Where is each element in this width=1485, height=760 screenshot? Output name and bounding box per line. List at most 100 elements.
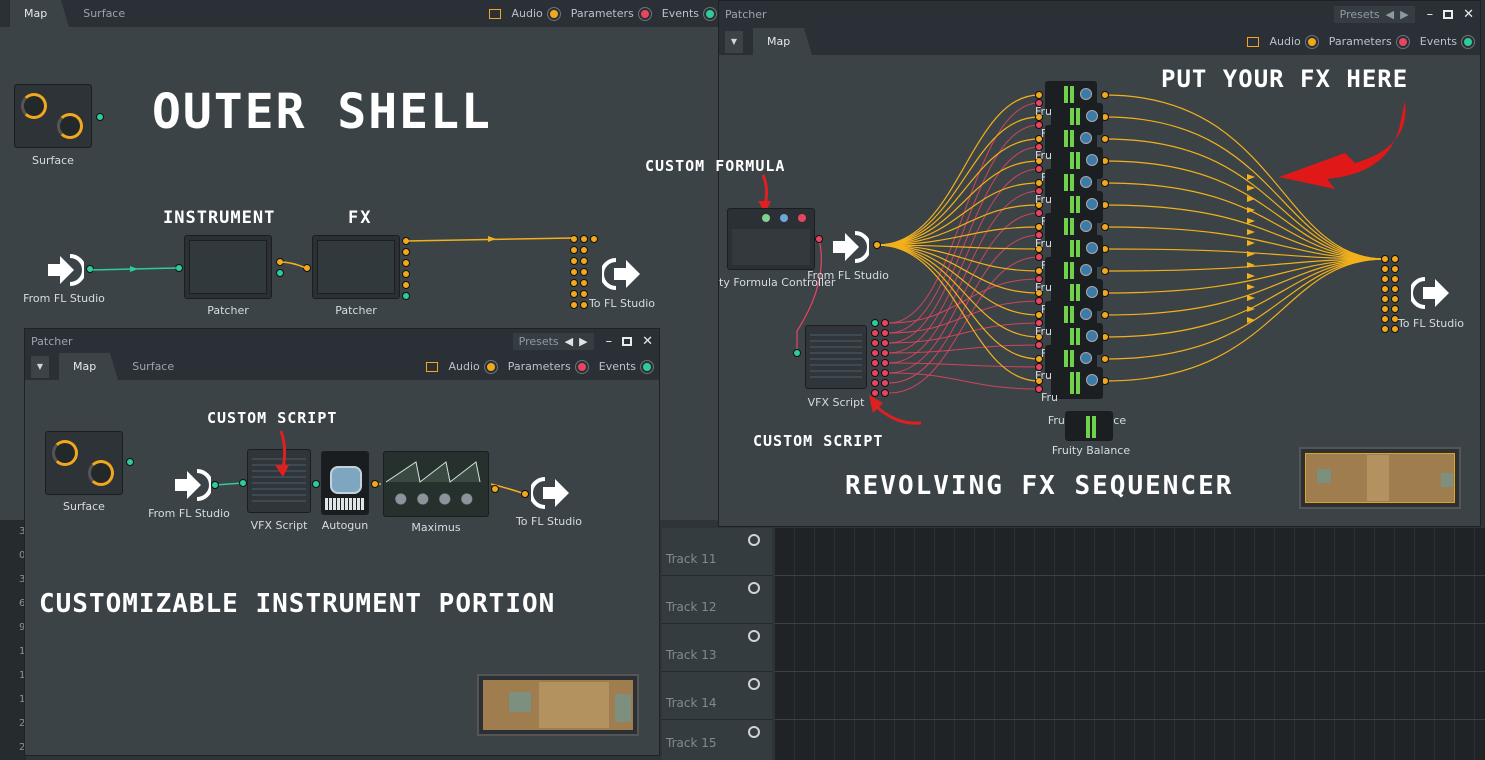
to-fl-studio-icon[interactable] (1411, 273, 1451, 313)
close-icon[interactable]: ✕ (1463, 7, 1474, 22)
wire-arrow (1247, 207, 1255, 213)
fruity-balance-node[interactable] (1051, 367, 1103, 399)
knob-icon[interactable] (52, 440, 78, 466)
track-header[interactable]: Track 14 (662, 672, 772, 720)
in-pin[interactable] (570, 268, 578, 276)
monitor-icon[interactable] (488, 8, 501, 19)
prev-preset-icon[interactable]: ◀ (564, 334, 574, 348)
in-pin[interactable] (570, 257, 578, 265)
surface-event-pin[interactable] (96, 113, 104, 121)
pin (371, 480, 379, 488)
track-mute-icon[interactable] (748, 582, 760, 594)
menu-dropdown-icon[interactable]: ▼ (725, 30, 743, 53)
from-fl-studio-icon[interactable] (171, 465, 211, 505)
track-header[interactable]: Track 11 (662, 528, 772, 576)
to-fl-studio-icon[interactable] (602, 254, 642, 294)
track-mute-icon[interactable] (748, 726, 760, 738)
track-header[interactable]: Track 15 (662, 720, 772, 760)
track-mute-icon[interactable] (748, 534, 760, 546)
events-toggle[interactable] (641, 360, 653, 373)
in-pin[interactable] (580, 257, 588, 265)
in-pin[interactable] (590, 235, 598, 243)
monitor-icon[interactable] (425, 361, 438, 372)
surface-node[interactable] (14, 84, 92, 148)
track-header[interactable]: Track 13 (662, 624, 772, 672)
in-pin[interactable] (580, 235, 588, 243)
close-icon[interactable]: ✕ (642, 333, 653, 349)
parameters-toggle[interactable] (638, 7, 651, 20)
knob-icon[interactable] (57, 113, 83, 139)
parameters-toggle[interactable] (1396, 35, 1409, 48)
patcher1-event-pin[interactable] (276, 269, 284, 277)
out-pin[interactable] (402, 248, 410, 256)
from-fl-studio-icon[interactable] (44, 250, 84, 290)
parameters-toggle[interactable] (575, 360, 588, 373)
out-pin (1101, 135, 1109, 143)
maximize-icon[interactable] (1443, 10, 1454, 19)
in-pin[interactable] (580, 290, 588, 298)
events-toggle[interactable] (704, 7, 716, 20)
formula-controller-node[interactable] (727, 208, 815, 270)
out-pin[interactable] (402, 292, 410, 300)
in-pin[interactable] (570, 290, 578, 298)
in-pin[interactable] (570, 301, 578, 309)
monitor-icon[interactable] (1246, 36, 1259, 47)
in-pin[interactable] (580, 301, 588, 309)
outer-tabbar: Map Surface Audio Parameters Events (0, 0, 720, 27)
events-toggle[interactable] (1462, 35, 1474, 48)
vfx-script-node[interactable] (805, 325, 867, 389)
surface-node[interactable] (45, 431, 123, 495)
fruity-balance-node[interactable] (1065, 411, 1113, 441)
next-preset-icon[interactable]: ▶ (1400, 8, 1409, 21)
patcher-node-instrument[interactable] (184, 235, 272, 299)
to-fl-studio-icon[interactable] (531, 473, 571, 513)
in-pin[interactable] (570, 279, 578, 287)
track-mute-icon[interactable] (748, 678, 760, 690)
audio-toggle[interactable] (1305, 35, 1318, 48)
param-wire (888, 146, 1040, 344)
in-pin[interactable] (580, 268, 588, 276)
map-navigator[interactable] (477, 674, 639, 736)
map-navigator[interactable] (1299, 447, 1461, 509)
tab-map[interactable]: Map (10, 0, 70, 27)
maximus-node[interactable] (383, 451, 489, 517)
tab-surface[interactable]: Surface (118, 353, 188, 380)
patcher2-in-pin[interactable] (303, 264, 311, 272)
tab-map[interactable]: Map (753, 28, 813, 55)
next-preset-icon[interactable]: ▶ (579, 334, 588, 348)
audio-wire (876, 160, 1040, 246)
from-fl-studio-icon[interactable] (829, 227, 869, 267)
audio-toggle[interactable] (547, 7, 560, 20)
in-pin (1035, 91, 1043, 99)
audio-toggle[interactable] (484, 360, 497, 373)
out-pin[interactable] (402, 281, 410, 289)
tab-surface[interactable]: Surface (69, 0, 139, 27)
menu-dropdown-icon[interactable]: ▼ (31, 355, 49, 378)
in-pin[interactable] (580, 279, 588, 287)
presets-control[interactable]: Presets ◀ ▶ (1333, 6, 1415, 23)
outer-shell-heading: OUTER SHELL (152, 84, 492, 140)
in-pin[interactable] (580, 246, 588, 254)
maximize-icon[interactable] (622, 336, 633, 346)
tab-map[interactable]: Map (59, 353, 119, 380)
track-header[interactable]: Track 12 (662, 576, 772, 624)
from-pin[interactable] (86, 265, 94, 273)
out-pin[interactable] (402, 259, 410, 267)
surface-event-pin[interactable] (126, 458, 134, 466)
knob-icon[interactable] (88, 460, 114, 486)
minimize-icon[interactable]: – (1426, 7, 1434, 22)
presets-control[interactable]: Presets ◀ ▶ (512, 332, 594, 350)
autogun-node[interactable] (321, 451, 369, 515)
out-pin[interactable] (402, 270, 410, 278)
knob-icon[interactable] (21, 93, 47, 119)
in-pin[interactable] (570, 235, 578, 243)
presets-label: Presets (1339, 8, 1380, 21)
vfx-script-node[interactable] (247, 449, 311, 513)
patcher-node-fx[interactable] (312, 235, 400, 299)
out-pin (1101, 355, 1109, 363)
in-pin[interactable] (570, 246, 578, 254)
to-fl-studio-label: To FL Studio (588, 297, 656, 310)
track-mute-icon[interactable] (748, 630, 760, 642)
prev-preset-icon[interactable]: ◀ (1385, 8, 1395, 21)
minimize-icon[interactable]: – (605, 333, 613, 349)
